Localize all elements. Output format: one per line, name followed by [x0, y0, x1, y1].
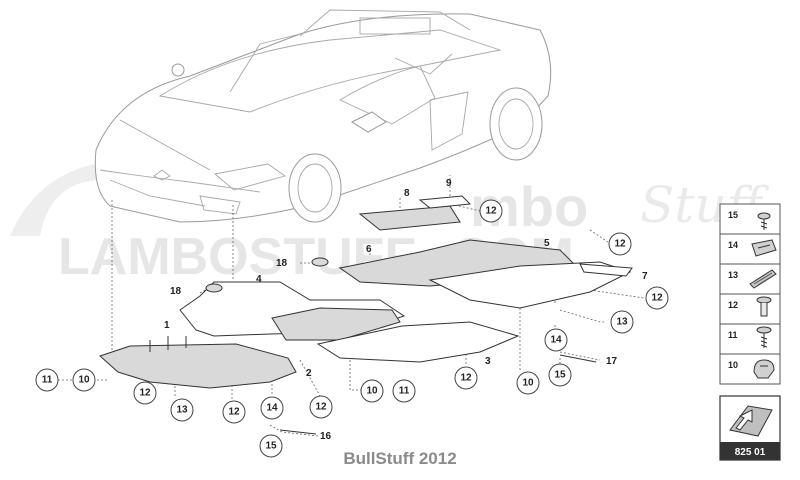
callout-12-f: 12	[608, 232, 632, 256]
part-bracket-8	[358, 205, 461, 231]
part-rear-floor-cover	[316, 321, 520, 363]
legend-number: 11	[728, 330, 738, 340]
label-part-1: 1	[164, 320, 170, 331]
part-grommet-18b	[311, 257, 329, 267]
legend-number: 10	[728, 360, 738, 370]
label-part-18a: 18	[170, 286, 182, 297]
callout-12-e: 12	[645, 286, 669, 310]
callout-13-right: 13	[610, 310, 634, 334]
label-part-3: 3	[485, 356, 491, 367]
svg-text:11: 11	[42, 375, 53, 386]
callout-14-right: 14	[544, 328, 568, 352]
part-side-panel-right	[428, 261, 632, 309]
diagram-code: 825 01	[735, 447, 766, 458]
legend-item-11: 11	[728, 326, 772, 348]
callout-14-left: 14	[260, 396, 284, 420]
part-plate-9	[418, 195, 472, 209]
part-seal-17	[559, 354, 597, 363]
callout-12-d: 12	[454, 366, 478, 390]
callout-11-center: 11	[392, 379, 416, 403]
svg-text:10: 10	[78, 375, 90, 386]
diagram-code-badge: 825 01	[719, 395, 781, 461]
svg-text:13: 13	[616, 317, 628, 328]
legend-item-14: 14	[728, 239, 777, 257]
callout-13-left: 13	[170, 398, 194, 422]
clip-icon	[751, 239, 777, 257]
label-part-16: 16	[320, 431, 332, 442]
label-part-17: 17	[606, 356, 618, 367]
arrow-plate-icon	[729, 405, 773, 437]
svg-text:14: 14	[266, 403, 278, 414]
underbody-parts	[99, 195, 633, 435]
legend-item-10: 10	[728, 359, 775, 379]
callout-15-right: 15	[548, 363, 572, 387]
callout-12-g: 12	[479, 199, 503, 223]
label-part-4: 4	[256, 274, 262, 285]
callout-10-right: 10	[516, 371, 540, 395]
label-part-18b: 18	[276, 258, 288, 269]
callout-11-left: 11	[35, 368, 59, 392]
part-seal-16	[279, 429, 317, 435]
callout-12-b: 12	[222, 400, 246, 424]
callout-12-a: 12	[133, 381, 157, 405]
callout-markers: 11 10 12 13 12 14 15 12 10 11 12 10 15 1…	[35, 199, 669, 458]
svg-text:15: 15	[554, 370, 566, 381]
svg-text:14: 14	[550, 335, 562, 346]
legend-number: 14	[728, 240, 738, 250]
screw-icon	[757, 212, 771, 230]
fastener-legend: 15 14 13 12	[719, 203, 781, 461]
svg-text:15: 15	[265, 441, 277, 452]
expanding-rivet-icon	[756, 296, 772, 317]
part-front-underbody-panel	[99, 343, 297, 389]
part-number-labels: 1 2 3 4 5 6 7 8 9 16 17 18 18	[164, 178, 648, 442]
svg-text:12: 12	[460, 373, 472, 384]
spring-clip-icon	[753, 359, 775, 379]
svg-text:12: 12	[228, 407, 240, 418]
label-part-9: 9	[446, 178, 452, 189]
legend-item-15: 15	[728, 210, 771, 230]
callout-10-center: 10	[360, 379, 384, 403]
part-front-panel-tabs	[149, 336, 187, 352]
label-part-8: 8	[404, 188, 410, 199]
svg-text:10: 10	[522, 378, 534, 389]
label-part-7: 7	[642, 271, 648, 282]
legend-number: 13	[728, 270, 738, 280]
svg-text:11: 11	[399, 386, 410, 397]
callout-10-left: 10	[72, 368, 96, 392]
label-part-6: 6	[366, 244, 372, 255]
svg-text:10: 10	[366, 386, 378, 397]
part-strip-7	[579, 263, 633, 277]
seal-strip-icon	[749, 269, 777, 289]
label-part-2: 2	[306, 368, 312, 379]
part-grommet-18a	[205, 283, 223, 293]
svg-text:12: 12	[139, 388, 151, 399]
svg-text:13: 13	[176, 405, 188, 416]
svg-text:12: 12	[651, 293, 663, 304]
legend-item-13: 13	[728, 269, 777, 289]
bolt-icon	[756, 326, 772, 348]
legend-number: 15	[728, 210, 738, 220]
part-center-tunnel-cover	[271, 307, 401, 341]
svg-text:12: 12	[614, 239, 626, 250]
car-body	[94, 9, 552, 223]
legend-item-12: 12	[728, 296, 772, 317]
svg-text:12: 12	[315, 402, 327, 413]
callout-12-c: 12	[309, 395, 333, 419]
svg-text:12: 12	[485, 206, 497, 217]
callout-15-left: 15	[259, 434, 283, 458]
footer-credit: BullStuff 2012	[343, 449, 457, 468]
leader-lines	[58, 175, 645, 437]
legend-number: 12	[728, 300, 738, 310]
label-part-5: 5	[544, 238, 550, 249]
